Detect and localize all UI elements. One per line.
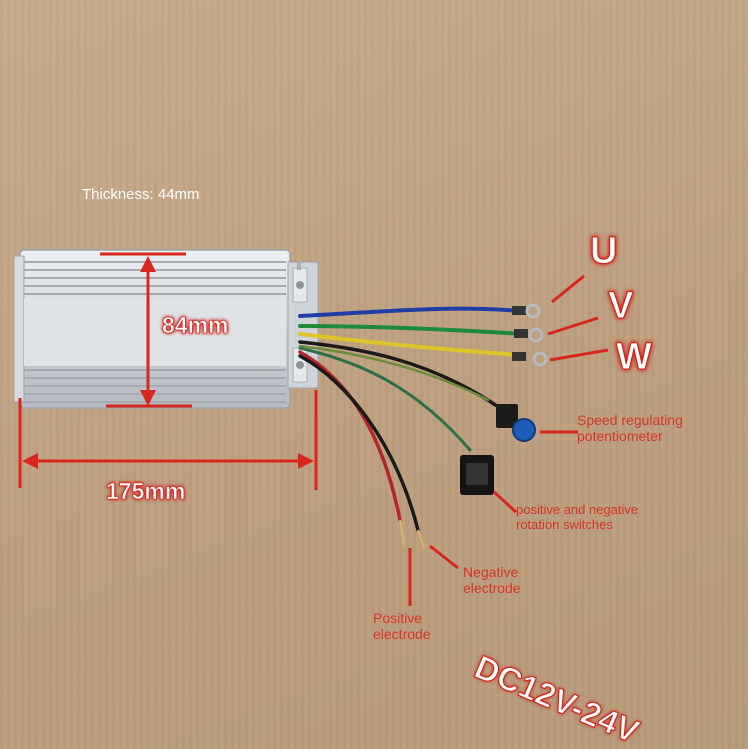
positive-electrode-line1: Positive <box>373 610 423 626</box>
height-dimension-label: 84mm <box>162 312 229 339</box>
speed-potentiometer-line2: potentiometer <box>577 428 663 445</box>
phase-w-label: W <box>616 336 653 379</box>
phase-v-label: V <box>607 285 634 328</box>
wire-bundle <box>298 306 524 532</box>
wire-ends <box>399 519 425 549</box>
rotation-switch-line2: rotation switches <box>516 516 613 532</box>
positive-electrode-label: Positive electrode <box>373 610 431 642</box>
rotation-switch-label: positive and negative rotation switches <box>516 502 639 533</box>
rotation-switch <box>460 455 494 495</box>
speed-potentiometer-line1: Speed regulating <box>577 412 683 428</box>
rotation-switch-line1: positive and negative <box>516 502 639 517</box>
potentiometer <box>496 404 536 442</box>
thickness-label: Thickness: 44mm <box>82 186 200 203</box>
dimension-marks <box>18 252 609 606</box>
phase-u-label: U <box>589 230 618 273</box>
negative-electrode-line2: electrode <box>463 580 521 597</box>
negative-electrode-line1: Negative <box>463 564 519 580</box>
ring-terminals <box>512 303 548 367</box>
length-dimension-label: 175mm <box>106 478 186 505</box>
negative-electrode-label: Negative electrode <box>463 564 521 596</box>
positive-electrode-line2: electrode <box>373 626 431 643</box>
speed-potentiometer-label: Speed regulating potentiometer <box>577 412 683 444</box>
controller-housing <box>13 249 319 409</box>
